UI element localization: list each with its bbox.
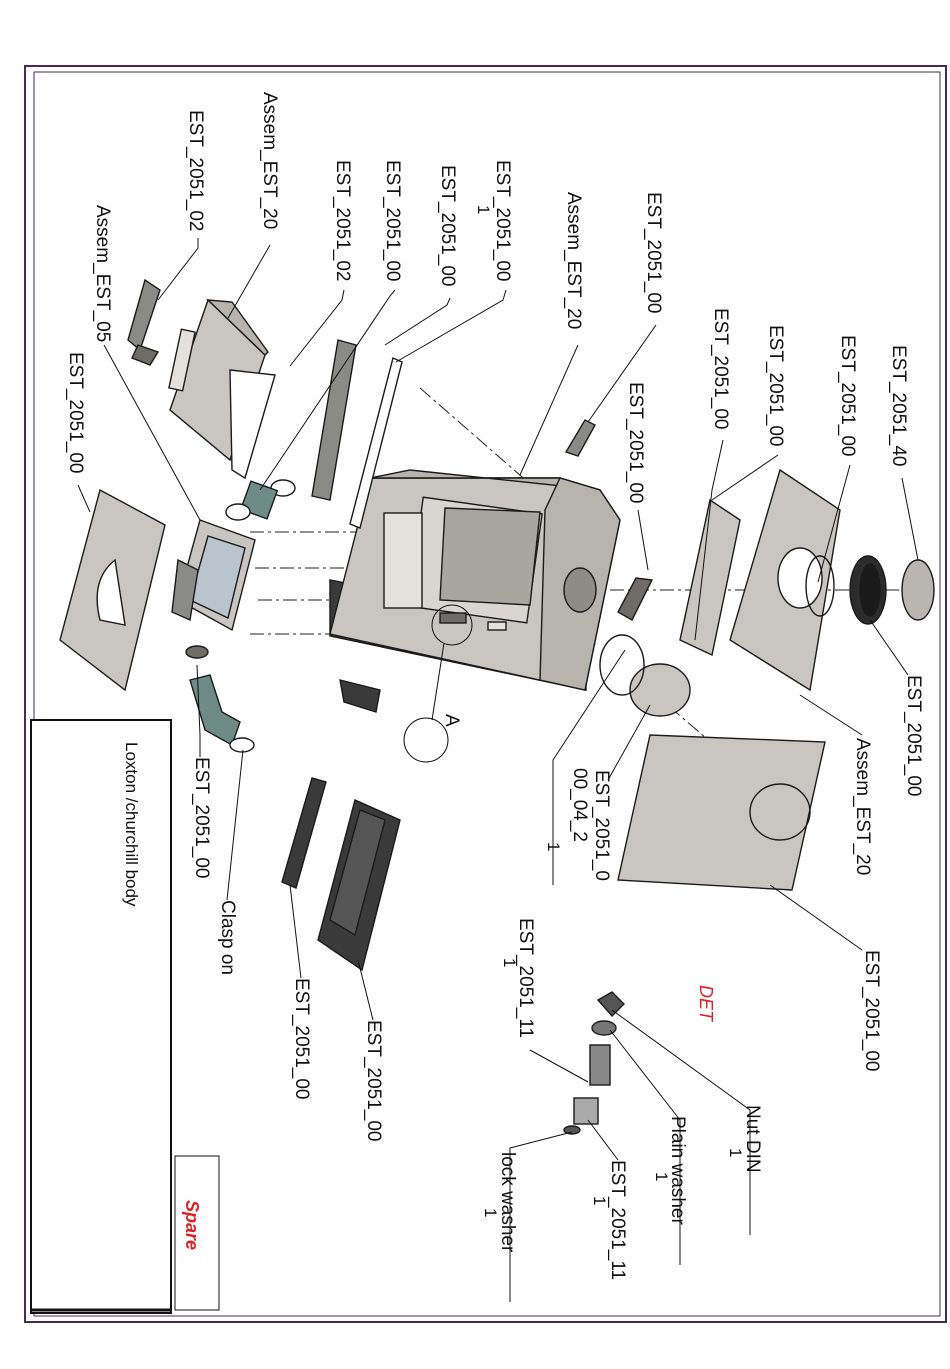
callout-labels: EST_2051_02 Assem_EST_20 EST_2051_02 EST… xyxy=(65,92,924,1280)
callout-est-2051-00-i: EST_2051_00 xyxy=(65,352,86,474)
callout-est-2051-00-n: EST_2051_00 xyxy=(363,1020,384,1142)
callout-est-2051-00-b: EST_2051_00 xyxy=(437,165,458,287)
callout-assem-est-05: Assem_EST_05 xyxy=(92,205,113,342)
callout-assem-est-20-c: Assem_EST_20 xyxy=(852,738,873,875)
callout-clasp-on: Clasp on xyxy=(217,900,238,975)
door-frame xyxy=(311,339,403,529)
callout-est-2051-00-e: EST_2051_00 xyxy=(625,382,646,504)
callout-est-2051-00-c: EST_2051_00 xyxy=(492,160,513,282)
stove-body xyxy=(329,469,621,713)
callout-est-2051-00-d: EST_2051_00 xyxy=(643,192,664,314)
detail-marker-a: A xyxy=(441,714,462,727)
spare-stamp-box xyxy=(174,1155,220,1311)
callout-qty-c24: 1 xyxy=(500,958,519,967)
callout-lock-washer: lock washer xyxy=(497,1152,518,1253)
inner-border xyxy=(33,71,941,1317)
callout-est-2051-02-a: EST_2051_02 xyxy=(185,110,206,232)
callout-est-2051-00-l: EST_2051_00 xyxy=(191,757,212,879)
bracket xyxy=(127,278,161,366)
callout-est-2051-00-h: EST_2051_00 xyxy=(837,335,858,457)
leader-lines xyxy=(77,238,919,1302)
callout-est-2051-00-k: EST_2051_00 xyxy=(861,950,882,1072)
base-plate xyxy=(59,488,166,692)
detail-label: DET xyxy=(696,985,716,1023)
callout-qty-c6: 1 xyxy=(474,205,493,214)
callout-est-2051-11-a: EST_2051_11 xyxy=(515,918,536,1038)
callout-plain-washer: Plain washer xyxy=(667,1116,688,1225)
callout-est-2051-00-m: EST_2051_00 xyxy=(291,978,312,1100)
ash-drawer xyxy=(168,298,276,480)
callout-est-2051-02-b: EST_2051_02 xyxy=(332,160,353,282)
front-door xyxy=(171,519,256,632)
callout-assem-est-20-b: Assem_EST_20 xyxy=(563,192,584,329)
callout-qty-c28: 1 xyxy=(481,1208,500,1217)
hardware-stack xyxy=(563,991,625,1135)
flue-pipes xyxy=(185,479,296,753)
detail-circle-a: A xyxy=(403,604,473,763)
grate xyxy=(281,777,401,972)
title-block-description: Loxton /churchill body xyxy=(122,742,141,907)
callout-qty-c27: 1 xyxy=(590,1196,609,1205)
outer-border xyxy=(24,65,947,1323)
callout-est-2051-00-a: EST_2051_00 xyxy=(382,160,403,282)
callout-est-2051-40: EST_2051_40 xyxy=(888,345,909,467)
title-block-box xyxy=(30,719,172,1314)
callout-est-2051-0-line1: EST_2051_0 xyxy=(591,770,612,881)
spare-stamp: Spare xyxy=(182,1200,202,1250)
callout-est-2051-00-j: EST_2051_00 xyxy=(903,675,924,797)
callout-assem-est-20-a: Assem_EST_20 xyxy=(259,92,280,229)
callout-est-2051-00-f: EST_2051_00 xyxy=(710,308,731,430)
callout-est-2051-11-b: EST_2051_11 xyxy=(607,1160,628,1280)
callout-qty-c19: 1 xyxy=(544,842,563,851)
callout-nut-din: Nut DIN xyxy=(742,1105,763,1173)
callout-qty-c25: 1 xyxy=(726,1148,745,1157)
title-block: Loxton /churchill body Spare xyxy=(30,719,220,1314)
callout-est-2051-00-g: EST_2051_00 xyxy=(765,325,786,447)
callout-est-2051-0-line2: 00_04_2 xyxy=(569,768,590,842)
callout-qty-c26: 1 xyxy=(652,1172,671,1181)
side-panels xyxy=(564,419,935,891)
